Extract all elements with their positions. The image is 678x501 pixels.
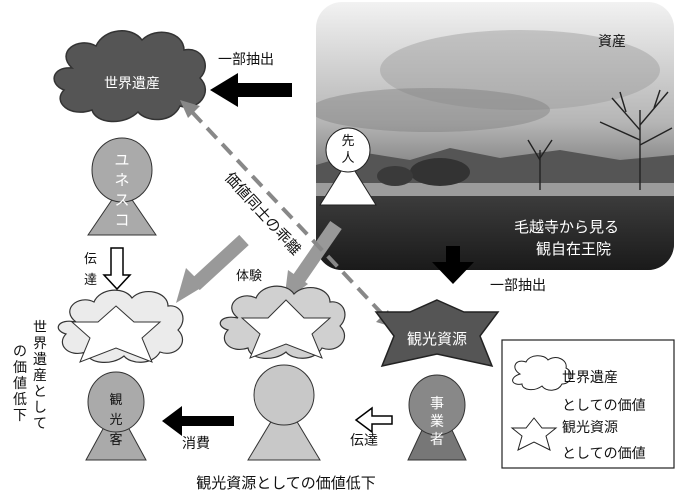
side-char: 下 xyxy=(13,408,27,424)
landscape-photo xyxy=(316,2,674,270)
photo-caption-line1: 毛越寺から見る xyxy=(514,218,619,236)
side-char: て xyxy=(33,416,47,432)
experience-label: 体験 xyxy=(236,269,262,284)
side-char: 界 xyxy=(33,336,47,352)
experiencer-figure xyxy=(247,364,321,461)
extract-label-mid: 一部抽出 xyxy=(490,278,546,294)
footer-caption: 観光資源としての価値低下 xyxy=(196,474,376,492)
side-char: と xyxy=(33,384,47,400)
consume-label: 消費 xyxy=(182,436,210,452)
side-char: の xyxy=(13,344,27,360)
extract-arrow-mid xyxy=(432,246,474,284)
extract-arrow-top xyxy=(210,73,292,107)
unesco-figure: ユ ネ ス コ xyxy=(87,137,157,236)
side-char: し xyxy=(33,400,47,416)
operator-char-2: 業 xyxy=(430,414,444,430)
ancestor-label-2: 人 xyxy=(341,151,354,166)
tourism-resource-star: 観光資源 xyxy=(374,299,500,368)
unesco-char-1: ユ xyxy=(114,151,129,169)
legend-star-label-1: 観光資源 xyxy=(562,419,618,436)
ancestor-figure: 先 人 xyxy=(319,127,377,206)
tourism-resource-label: 観光資源 xyxy=(407,330,467,348)
transmit-arrow-bottom xyxy=(354,406,393,434)
ancestor-label-1: 先 xyxy=(341,134,354,149)
legend-cloud-label-2: としての価値 xyxy=(562,398,646,414)
unesco-char-3: ス xyxy=(114,191,129,209)
tourist-char-2: 光 xyxy=(109,413,122,428)
tourist-char-3: 客 xyxy=(109,432,122,448)
side-char: 世 xyxy=(33,320,47,336)
experiencer-cloud xyxy=(219,285,346,359)
legend-star-icon xyxy=(510,417,558,451)
transmit-arrow-left xyxy=(102,247,132,291)
tourist-char-1: 観 xyxy=(109,393,122,408)
legend-cloud-label-1: 世界遺産 xyxy=(562,370,618,386)
legend-box: 世界遺産 としての価値 観光資源 としての価値 xyxy=(501,339,675,469)
side-char: 値 xyxy=(13,376,27,392)
transmit-left-2: 達 xyxy=(84,273,97,288)
world-heritage-cloud: 世界遺産 xyxy=(53,30,206,123)
operator-char-1: 事 xyxy=(430,396,444,412)
tourist-cloud xyxy=(57,289,184,363)
photo-caption-line2: 観自在王院 xyxy=(536,240,611,258)
heritage-value-decline-text: 世 界 遺 産 と し て の 価 値 低 下 xyxy=(13,320,47,432)
tourist-figure: 観 光 客 xyxy=(85,371,147,461)
unesco-char-2: ネ xyxy=(114,171,129,189)
consume-arrow xyxy=(162,406,234,436)
operator-char-3: 者 xyxy=(430,432,444,448)
transmit-bottom-label: 伝達 xyxy=(350,433,378,449)
operator-figure: 事 業 者 xyxy=(407,374,467,461)
side-char: 遺 xyxy=(33,352,47,368)
transmit-left-1: 伝 xyxy=(84,252,97,267)
gray-arrow-to-tourist xyxy=(176,234,249,303)
side-char: 低 xyxy=(13,392,27,408)
photo-label: 資産 xyxy=(598,34,626,50)
extract-label-top: 一部抽出 xyxy=(218,52,274,68)
world-heritage-label: 世界遺産 xyxy=(104,76,160,92)
side-char: 産 xyxy=(33,368,47,384)
side-char: 価 xyxy=(13,360,27,376)
legend-cloud-icon xyxy=(512,355,572,391)
unesco-char-4: コ xyxy=(114,211,129,229)
legend-star-label-2: としての価値 xyxy=(562,446,646,462)
